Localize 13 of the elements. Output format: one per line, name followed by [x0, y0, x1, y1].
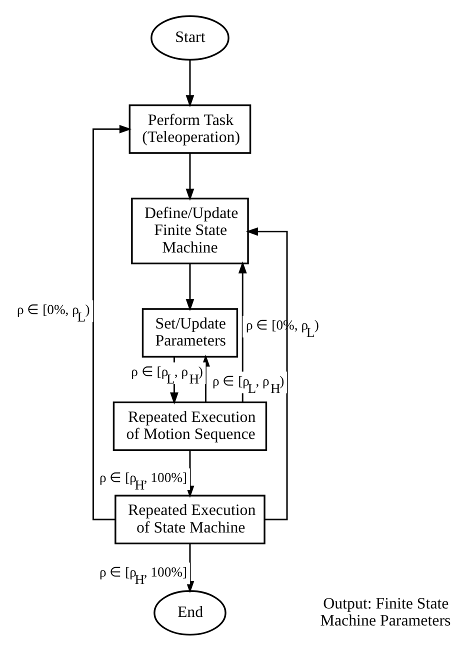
node-ellipse: Start — [150, 15, 229, 61]
node-box: Set/Update Parameters — [141, 308, 238, 358]
arrow — [92, 124, 131, 520]
arrow — [185, 153, 194, 201]
label: Output: Finite State Machine Parameters — [320, 596, 450, 630]
node-box: Define/Update Finite State Machine — [130, 198, 248, 264]
node-ellipse: End — [153, 590, 226, 636]
node-box: Repeated Execution of Motion Sequence — [112, 401, 267, 451]
arrow — [185, 60, 194, 108]
arrow — [245, 227, 288, 520]
arrow — [185, 264, 194, 312]
node-box: Perform Task (Teleoperation) — [128, 104, 251, 154]
node-box: Repeated Execution of State Machine — [114, 494, 265, 544]
